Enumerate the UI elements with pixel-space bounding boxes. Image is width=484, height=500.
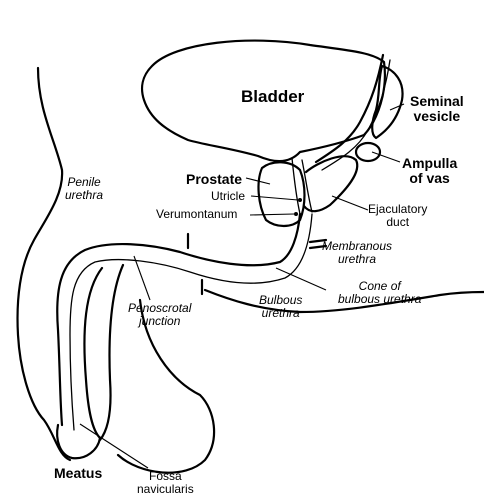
label-bulbous-line-2: urethra bbox=[261, 305, 300, 320]
label-penile-urethra: Penile urethra bbox=[65, 176, 103, 201]
label-cone-line-1: Cone of bbox=[358, 279, 401, 293]
label-penoscrotal-junction: Penoscrotal junction bbox=[128, 302, 191, 327]
leader-penoscrotal bbox=[133, 255, 151, 301]
label-fossa-navicularis: Fossa navicularis bbox=[137, 470, 194, 495]
label-fossa-line-2: navicularis bbox=[137, 481, 194, 496]
ampulla-of-vas-shape bbox=[354, 141, 382, 163]
label-membranous-urethra: Membranous urethra bbox=[322, 240, 392, 265]
label-ejaculatory-line-2: duct bbox=[386, 214, 410, 229]
vas-deferens bbox=[314, 53, 385, 164]
label-bulbous-line-1: Bulbous bbox=[259, 293, 303, 307]
label-seminal-vesicle-line-1: Seminal bbox=[410, 93, 464, 109]
leader-cone bbox=[275, 267, 327, 291]
label-penile-line-1: Penile bbox=[67, 175, 101, 189]
utricle-dot bbox=[298, 198, 302, 202]
leader-utricle bbox=[250, 195, 299, 201]
leader-prostate bbox=[245, 177, 271, 185]
label-utricle: Utricle bbox=[211, 189, 246, 203]
label-ampulla-line-2: of vas bbox=[409, 169, 450, 186]
leader-ejaculatory bbox=[331, 195, 369, 211]
leader-seminal-vesicle bbox=[389, 103, 405, 111]
scrotum-outline bbox=[116, 298, 216, 474]
label-ejaculatory-duct: Ejaculatory duct bbox=[368, 203, 427, 228]
label-bulbous-urethra: Bulbous urethra bbox=[259, 294, 302, 319]
penis-body-outline-2 bbox=[98, 263, 125, 442]
prostatic-urethra bbox=[291, 157, 301, 215]
label-ejaculatory-line-1: Ejaculatory bbox=[368, 202, 428, 216]
urethra-outer bbox=[56, 212, 302, 427]
bladder-outline bbox=[141, 39, 386, 163]
label-meatus: Meatus bbox=[54, 465, 103, 481]
prostatic-urethra-2 bbox=[301, 159, 313, 213]
label-verumontanum: Verumontanum bbox=[156, 207, 238, 221]
label-seminal-vesicle-line-2: vesicle bbox=[413, 107, 461, 124]
label-seminal-vesicle: Seminal vesicle bbox=[410, 94, 464, 123]
leader-fossa bbox=[79, 423, 149, 469]
ejaculatory-duct-shape bbox=[302, 155, 359, 213]
vas-deferens-inner bbox=[321, 59, 391, 171]
membranous-marker-1 bbox=[308, 238, 328, 244]
verumontanum-dot bbox=[294, 212, 298, 216]
leader-verumontanum bbox=[249, 213, 295, 216]
penis-body-outline bbox=[83, 266, 104, 440]
label-cone-of-bulbous-urethra: Cone of bulbous urethra bbox=[338, 280, 421, 305]
label-penoscrotal-line-1: Penoscrotal bbox=[128, 301, 192, 315]
label-membranous-line-2: urethra bbox=[338, 251, 377, 266]
perineum-outline bbox=[203, 288, 484, 314]
leader-ampulla bbox=[371, 151, 401, 163]
label-bladder: Bladder bbox=[241, 87, 305, 106]
glans-outline bbox=[56, 423, 102, 460]
label-penoscrotal-line-2: junction bbox=[139, 313, 181, 328]
prostate-outline bbox=[257, 161, 306, 228]
label-cone-line-2: bulbous urethra bbox=[338, 291, 422, 306]
label-prostate: Prostate bbox=[186, 171, 243, 187]
label-membranous-line-1: Membranous bbox=[322, 239, 393, 253]
seminal-vesicle-outline bbox=[371, 64, 404, 140]
label-ampulla-of-vas: Ampulla of vas bbox=[402, 156, 457, 185]
membranous-marker-2 bbox=[308, 244, 328, 250]
abdominal-outline bbox=[16, 66, 72, 462]
label-fossa-line-1: Fossa bbox=[149, 469, 182, 483]
label-penile-line-2: urethra bbox=[65, 187, 104, 202]
label-ampulla-line-1: Ampulla bbox=[402, 155, 458, 171]
